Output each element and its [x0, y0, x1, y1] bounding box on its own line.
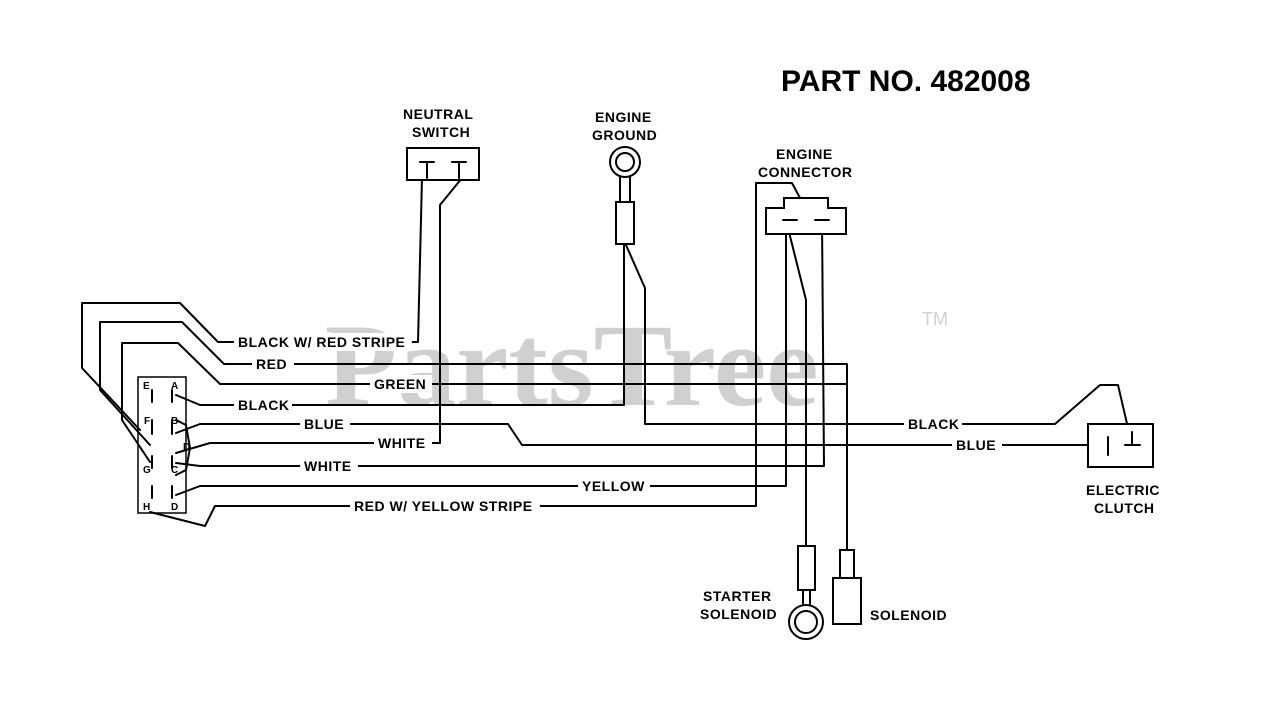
wire-green: [121, 342, 848, 463]
pin-g: G: [143, 465, 151, 476]
wires: [81, 177, 1133, 553]
neutral-switch-label-2: SWITCH: [412, 124, 470, 140]
neutral-switch-label-1: NEUTRAL: [403, 106, 473, 122]
label-blue: BLUE: [304, 416, 344, 432]
label-black: BLACK: [238, 397, 290, 413]
engine-ground-label-1: ENGINE: [595, 109, 652, 125]
pin-e: E: [143, 381, 150, 392]
wire-plug-jumper: [175, 419, 191, 476]
wire-labels: BLACK W/ RED STRIPE RED GREEN BLACK BLUE…: [234, 333, 1002, 515]
pin-b: B: [171, 416, 178, 427]
engine-connector-label-1: ENGINE: [776, 146, 833, 162]
label-green: GREEN: [374, 376, 426, 392]
starter-solenoid-label-1: STARTER: [703, 588, 772, 604]
label-white-neutral: WHITE: [378, 435, 426, 451]
electric-clutch-label-1: ELECTRIC: [1086, 482, 1160, 498]
wire-red: [99, 321, 848, 553]
electric-clutch: ELECTRIC CLUTCH: [1086, 423, 1160, 516]
pin-f: F: [144, 416, 150, 427]
watermark-trademark: TM: [922, 309, 948, 329]
label-black-red-stripe: BLACK W/ RED STRIPE: [238, 334, 405, 350]
solenoid-terminal: SOLENOID: [832, 549, 947, 625]
wire-red-yellow-stripe: [149, 182, 801, 527]
pin-d: D: [171, 502, 178, 513]
solenoid-label: SOLENOID: [870, 607, 947, 623]
wire-white-neutral: [175, 177, 463, 454]
starter-solenoid-label-2: SOLENOID: [700, 606, 777, 622]
wire-blue: [175, 423, 1109, 446]
label-red: RED: [256, 356, 287, 372]
wire-black-clutch: [625, 244, 1133, 446]
label-red-yellow-stripe: RED W/ YELLOW STRIPE: [354, 498, 533, 514]
pin-h: H: [143, 502, 150, 513]
watermark-text: PartsTree: [325, 300, 819, 431]
engine-connector: ENGINE CONNECTOR: [758, 146, 852, 235]
neutral-switch: NEUTRAL SWITCH: [403, 106, 480, 181]
pin-d-jumper: D: [183, 442, 190, 453]
electric-clutch-label-2: CLUTCH: [1094, 500, 1155, 516]
wire-yellow: [175, 219, 787, 496]
label-yellow: YELLOW: [582, 478, 645, 494]
wire-black-red-stripe: [81, 177, 423, 431]
starter-solenoid-terminal: STARTER SOLENOID: [700, 545, 824, 640]
part-number-title: PART NO. 482008: [781, 65, 1031, 98]
wire-black-ground: [175, 244, 625, 406]
label-black-clutch: BLACK: [908, 416, 960, 432]
wiring-plug: E A F B D G C H D: [137, 376, 190, 514]
engine-connector-label-2: CONNECTOR: [758, 164, 852, 180]
pin-c: C: [171, 465, 178, 476]
pin-a: A: [171, 381, 178, 392]
engine-ground: ENGINE GROUND: [592, 109, 657, 245]
label-blue-clutch: BLUE: [956, 437, 996, 453]
engine-ground-label-2: GROUND: [592, 127, 657, 143]
wire-starter-lead: [785, 219, 807, 549]
label-white-connector: WHITE: [304, 458, 352, 474]
